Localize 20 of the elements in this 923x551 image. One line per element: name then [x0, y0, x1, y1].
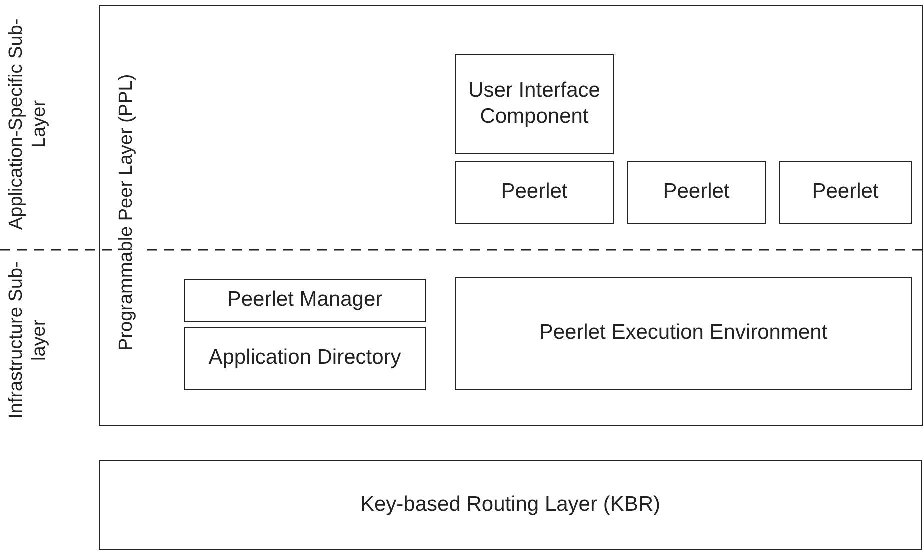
component-label: Peerlet Manager — [226, 287, 384, 314]
layer-heading: Programmable Peer Layer (PPL) — [116, 74, 138, 354]
component-box — [455, 161, 614, 224]
layer-box — [99, 5, 923, 426]
component-box — [627, 161, 766, 224]
component-box — [184, 279, 426, 322]
layer-box — [99, 460, 922, 550]
component-box — [455, 54, 614, 154]
component-box — [184, 327, 426, 390]
sublayer-label: Infrastructure Sub-layer — [6, 260, 51, 421]
component-label: Application Directory — [208, 345, 402, 372]
component-label: Peerlet Execution Environment — [538, 320, 829, 346]
sublayer-label: Application-Specific Sub-Layer — [6, 17, 51, 232]
component-box — [455, 277, 912, 390]
component-label: Peerlet — [662, 179, 731, 206]
component-label: Key-based Routing Layer (KBR) — [360, 492, 662, 518]
component-label: Peerlet — [811, 179, 880, 206]
component-label: User Interface Component — [468, 78, 602, 130]
component-label: Peerlet — [500, 179, 569, 206]
component-box — [779, 161, 912, 224]
